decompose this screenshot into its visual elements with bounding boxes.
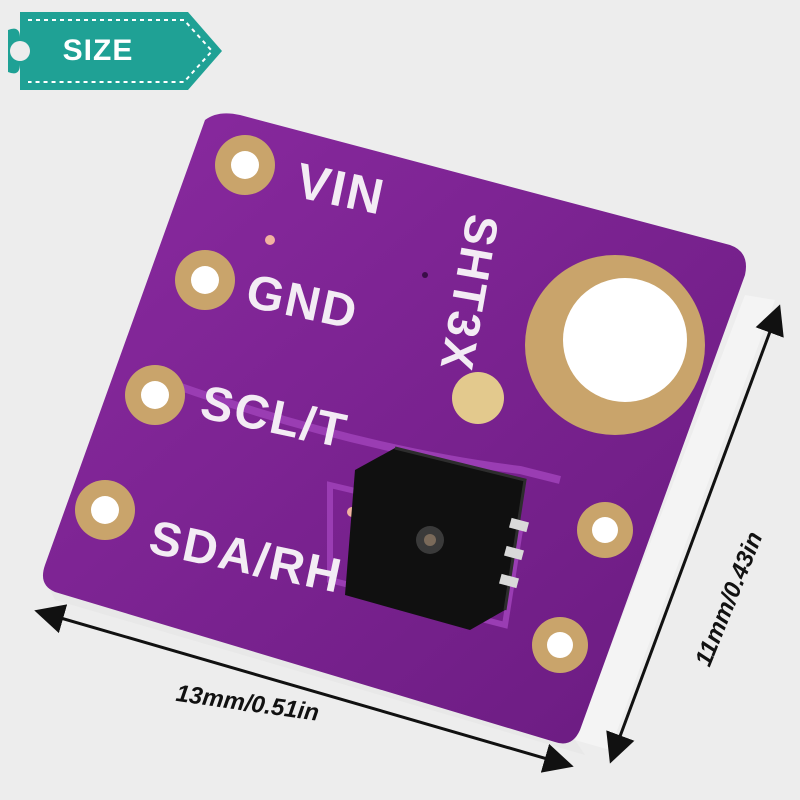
pin-hole-sda (75, 480, 135, 540)
size-badge-label: SIZE (62, 34, 134, 67)
gold-pad (452, 372, 504, 424)
size-badge-shape (8, 12, 222, 90)
double-arrow-icon (606, 304, 784, 764)
pin-hole-right-1 (577, 502, 633, 558)
pin-hole-vin (215, 135, 275, 195)
size-badge: SIZE (8, 12, 228, 90)
sensor-chip (345, 446, 529, 630)
double-arrow-icon (34, 604, 574, 773)
pin-hole-right-2 (532, 617, 588, 673)
pin-hole-scl (125, 365, 185, 425)
mounting-hole (525, 255, 705, 435)
pin-hole-gnd (175, 250, 235, 310)
